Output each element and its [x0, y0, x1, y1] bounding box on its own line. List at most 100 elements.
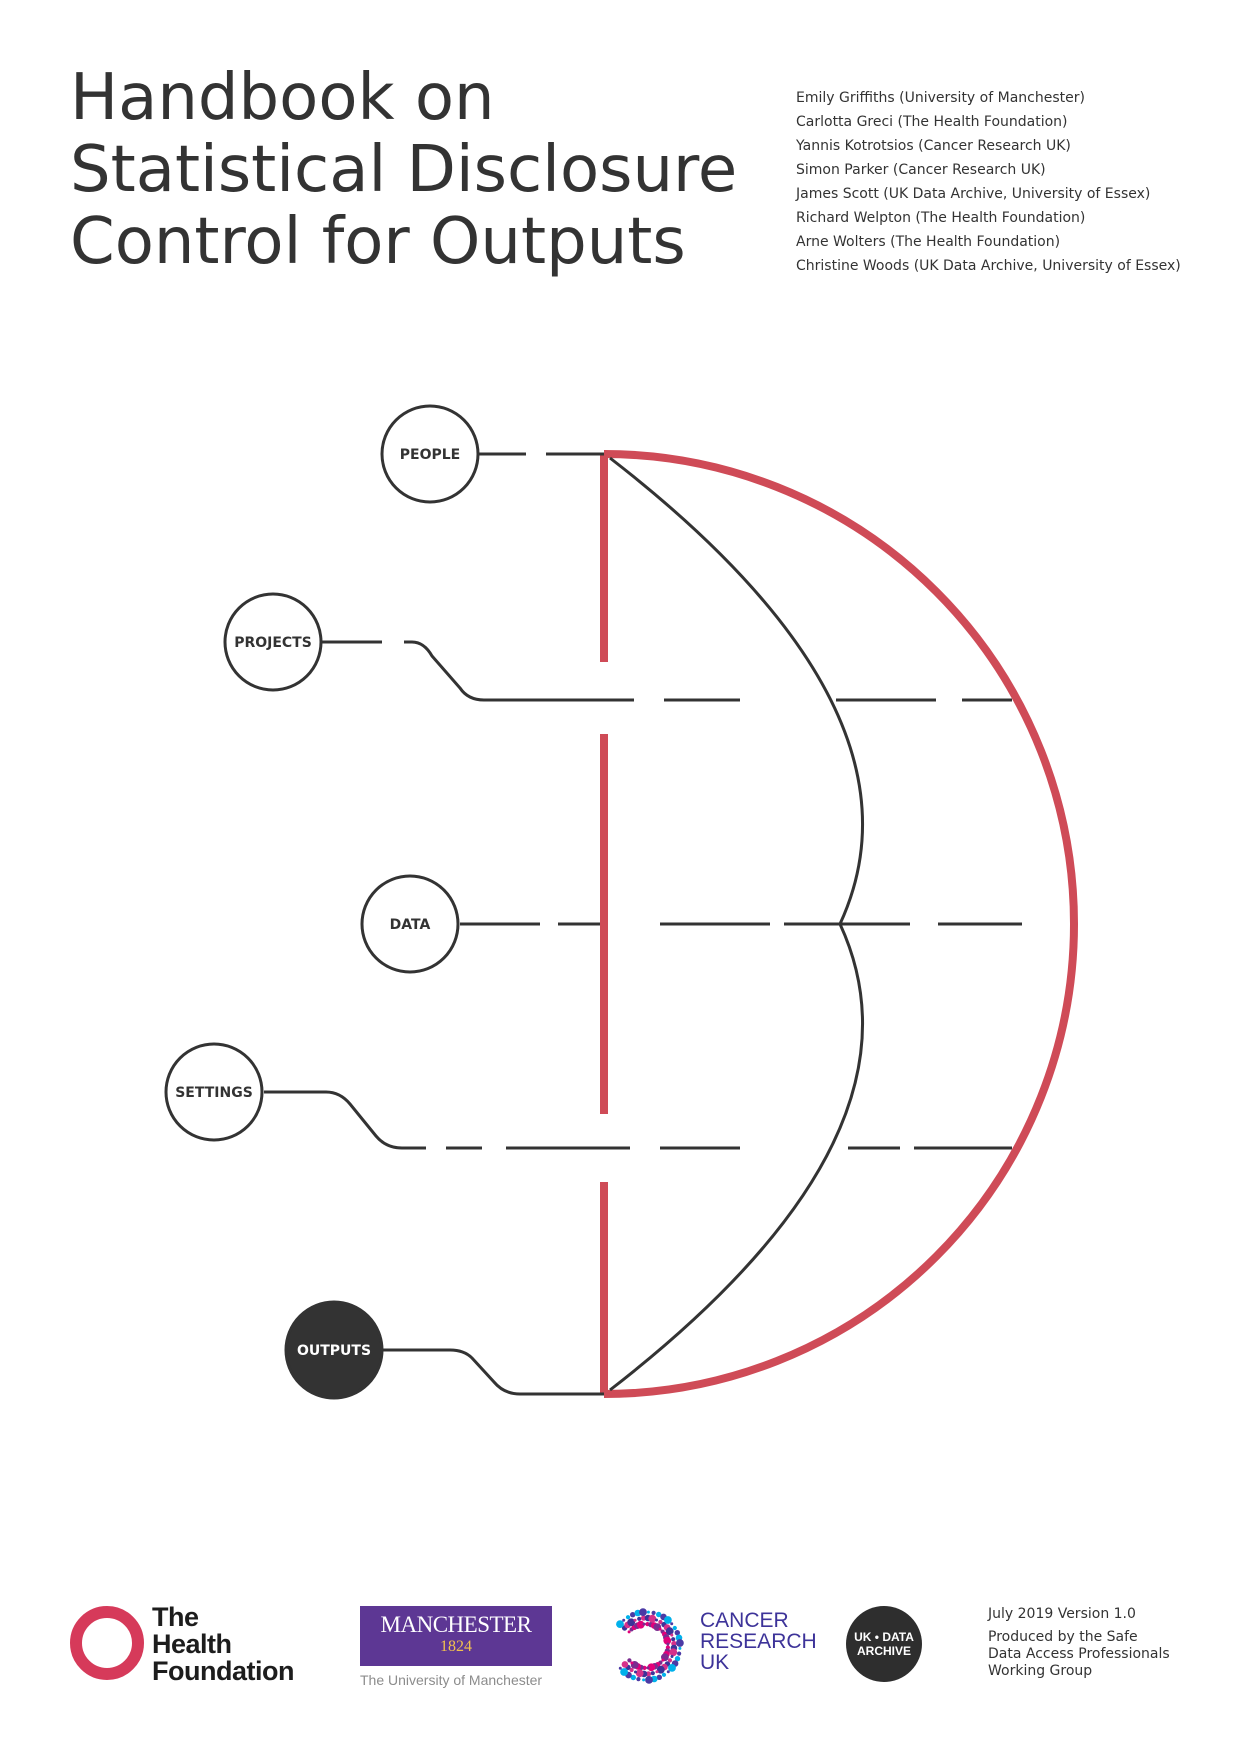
logo-dot: [645, 1671, 652, 1677]
logo-dot: [674, 1656, 681, 1662]
node-label: PROJECTS: [234, 635, 312, 651]
node-projects: PROJECTS: [223, 592, 323, 692]
node-settings: SETTINGS: [164, 1042, 264, 1142]
version-text: July 2019 Version 1.0: [988, 1606, 1136, 1622]
logo-subtitle: The University of Manchester: [360, 1672, 543, 1688]
logo-dot: [650, 1671, 655, 1676]
logo-dot: [676, 1639, 684, 1647]
author-item: Richard Welpton (The Health Foundation): [796, 210, 1086, 226]
uk-data-archive-logo: UK • DATA ARCHIVE: [846, 1606, 922, 1682]
outer-red-arc: [603, 450, 1078, 1398]
logo-dot: [655, 1618, 658, 1622]
node-data: DATA: [360, 874, 460, 974]
logo-dot: [642, 1678, 646, 1682]
logo-dot: [630, 1612, 636, 1618]
logo-dot: [656, 1665, 665, 1674]
logo-dot: [627, 1630, 631, 1634]
title-line-3: Control for Outputs: [70, 205, 686, 279]
logo-dot: [666, 1642, 670, 1646]
logo-dot: [661, 1672, 667, 1677]
logo-dot: [639, 1608, 647, 1616]
logo-dot: [661, 1658, 665, 1662]
logo-dot: [647, 1663, 656, 1672]
logo-text: MANCHESTER: [380, 1612, 532, 1637]
logo-dot: [646, 1666, 650, 1670]
logo-dot: [627, 1658, 632, 1663]
logo-dot: [637, 1616, 642, 1621]
logo-dot: [678, 1646, 682, 1650]
logo-dot: [651, 1610, 656, 1615]
logo-dot: [646, 1610, 650, 1614]
logo-dot: [645, 1676, 653, 1684]
dotted-c-icon: [616, 1608, 684, 1684]
logo-dot: [656, 1674, 662, 1680]
logo-text: 1824: [440, 1638, 472, 1655]
author-item: Christine Woods (UK Data Archive, Univer…: [796, 258, 1181, 274]
producer-text: Produced by the Safe: [988, 1629, 1138, 1645]
footer-note: July 2019 Version 1.0 Produced by the Sa…: [988, 1606, 1170, 1680]
health-foundation-logo: The Health Foundation: [70, 1602, 320, 1685]
logo-text: Health: [152, 1629, 232, 1659]
node-label: OUTPUTS: [297, 1343, 371, 1359]
logo-dot: [669, 1648, 678, 1657]
ring-icon: [70, 1606, 144, 1680]
logo-dot: [642, 1622, 646, 1626]
logo-dot: [630, 1661, 634, 1665]
logo-dot: [616, 1620, 624, 1628]
author-item: Simon Parker (Cancer Research UK): [796, 162, 1046, 178]
projects-connector: [322, 640, 1012, 702]
logo-dot: [672, 1625, 677, 1631]
logo-dot: [665, 1627, 674, 1636]
logo-dot: [618, 1666, 622, 1670]
logo-dot: [635, 1669, 644, 1678]
node-outputs: OUTPUTS: [284, 1300, 384, 1400]
logo-dot: [636, 1677, 641, 1682]
logo-dot: [648, 1614, 657, 1623]
logo-dot: [640, 1615, 647, 1621]
logo-text: ARCHIVE: [856, 1644, 911, 1658]
logo-dot: [670, 1633, 674, 1637]
logo-dot: [658, 1627, 662, 1631]
logo-dot: [670, 1622, 674, 1626]
logo-text: The: [152, 1602, 199, 1632]
logo-text: UK: [700, 1651, 730, 1674]
logo-dot: [674, 1630, 680, 1636]
author-item: Yannis Kotrotsios (Cancer Research UK): [796, 138, 1071, 154]
logo-dot: [621, 1661, 629, 1668]
logo-dot: [634, 1670, 637, 1674]
logo-dot: [622, 1618, 626, 1622]
logo-dot: [655, 1670, 659, 1674]
settings-connector: [264, 1090, 1012, 1150]
document-title: Handbook on Statistical Disclosure Contr…: [70, 62, 750, 278]
author-list: Emily Griffiths (University of Mancheste…: [796, 86, 1181, 278]
outputs-connector: [382, 1348, 604, 1396]
logo-dot: [671, 1640, 677, 1647]
node-label: SETTINGS: [175, 1085, 253, 1101]
logo-dot: [677, 1651, 682, 1656]
node-label: PEOPLE: [400, 447, 460, 463]
logo-dot: [670, 1655, 674, 1658]
cancer-research-uk-logo: CANCER RESEARCH UK: [604, 1606, 817, 1686]
logo-dot: [625, 1615, 631, 1620]
logo-text: UK • DATA: [854, 1630, 914, 1644]
logo-dot: [629, 1667, 634, 1673]
title-line-1: Handbook on: [70, 61, 495, 135]
logo-dot: [658, 1619, 663, 1625]
logo-dot: [671, 1637, 676, 1642]
logo-dot: [620, 1668, 628, 1676]
producer-text: Working Group: [988, 1663, 1093, 1679]
logo-dot: [636, 1620, 645, 1629]
logo-dot: [630, 1674, 636, 1681]
logo-dot: [627, 1618, 636, 1627]
author-item: Emily Griffiths (University of Mancheste…: [796, 90, 1085, 106]
logo-dot: [664, 1616, 672, 1624]
logo-dot: [666, 1670, 670, 1674]
node-label: DATA: [390, 917, 431, 933]
manchester-logo: MANCHESTER 1824 The University of Manche…: [360, 1606, 552, 1688]
node-people: PEOPLE: [380, 404, 480, 504]
logo-dot: [663, 1636, 672, 1645]
logo-text: CANCER: [700, 1609, 789, 1632]
logo-dot: [667, 1658, 673, 1663]
producer-text: Data Access Professionals: [988, 1646, 1170, 1662]
author-item: Arne Wolters (The Health Foundation): [796, 234, 1061, 250]
